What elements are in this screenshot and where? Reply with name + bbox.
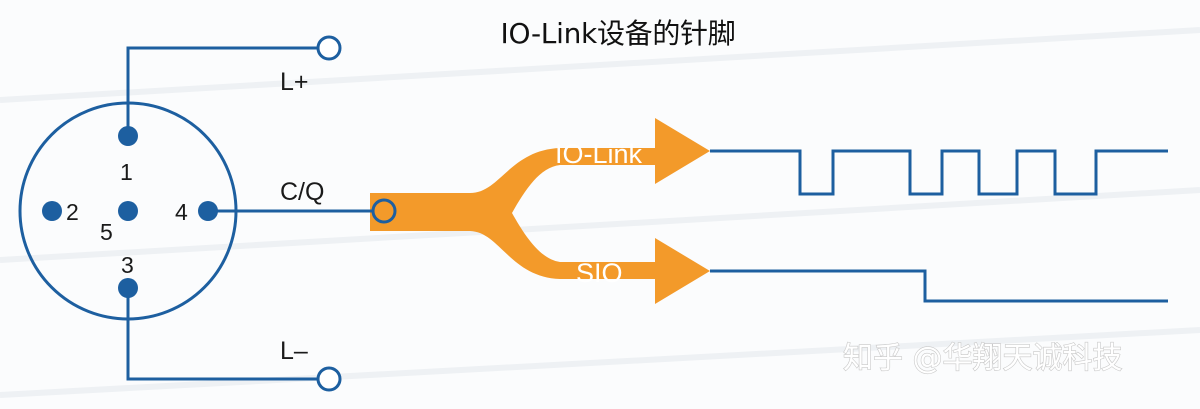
- sio-waveform: [710, 269, 1168, 303]
- pin-4: [198, 201, 218, 221]
- l-plus-label: L+: [280, 68, 309, 96]
- wiring: [126, 46, 372, 381]
- sio-mode-label: SIO: [576, 258, 623, 288]
- wire-l-plus: [126, 46, 318, 136]
- cq-label: C/Q: [280, 178, 324, 206]
- io-link-mode-label: IO-Link: [555, 139, 643, 169]
- terminal-l-minus: [316, 366, 342, 392]
- mode-splitter: IO-Link SIO: [370, 118, 710, 304]
- pin-2: [42, 201, 62, 221]
- wire-l-minus: [126, 288, 318, 381]
- signal-waveforms: [710, 149, 1168, 303]
- pin-3: [118, 278, 138, 298]
- terminal-l-plus: [316, 35, 342, 61]
- connector-pins: [42, 126, 218, 298]
- pin-1: [118, 126, 138, 146]
- watermark: 知乎 @华翔天诚科技: [843, 341, 1123, 376]
- io-link-waveform: [710, 149, 1168, 196]
- pin-5: [118, 201, 138, 221]
- terminal-cq: [371, 198, 397, 224]
- l-minus-label: L–: [280, 337, 308, 365]
- diagram-title: IO-Link设备的针脚: [500, 17, 736, 50]
- splitter-body: [370, 118, 710, 304]
- pin-5-label: 5: [100, 219, 113, 245]
- pin-2-label: 2: [66, 199, 79, 225]
- pin-4-label: 4: [175, 199, 188, 225]
- pin-1-label: 1: [120, 159, 133, 185]
- pin-3-label: 3: [121, 252, 134, 278]
